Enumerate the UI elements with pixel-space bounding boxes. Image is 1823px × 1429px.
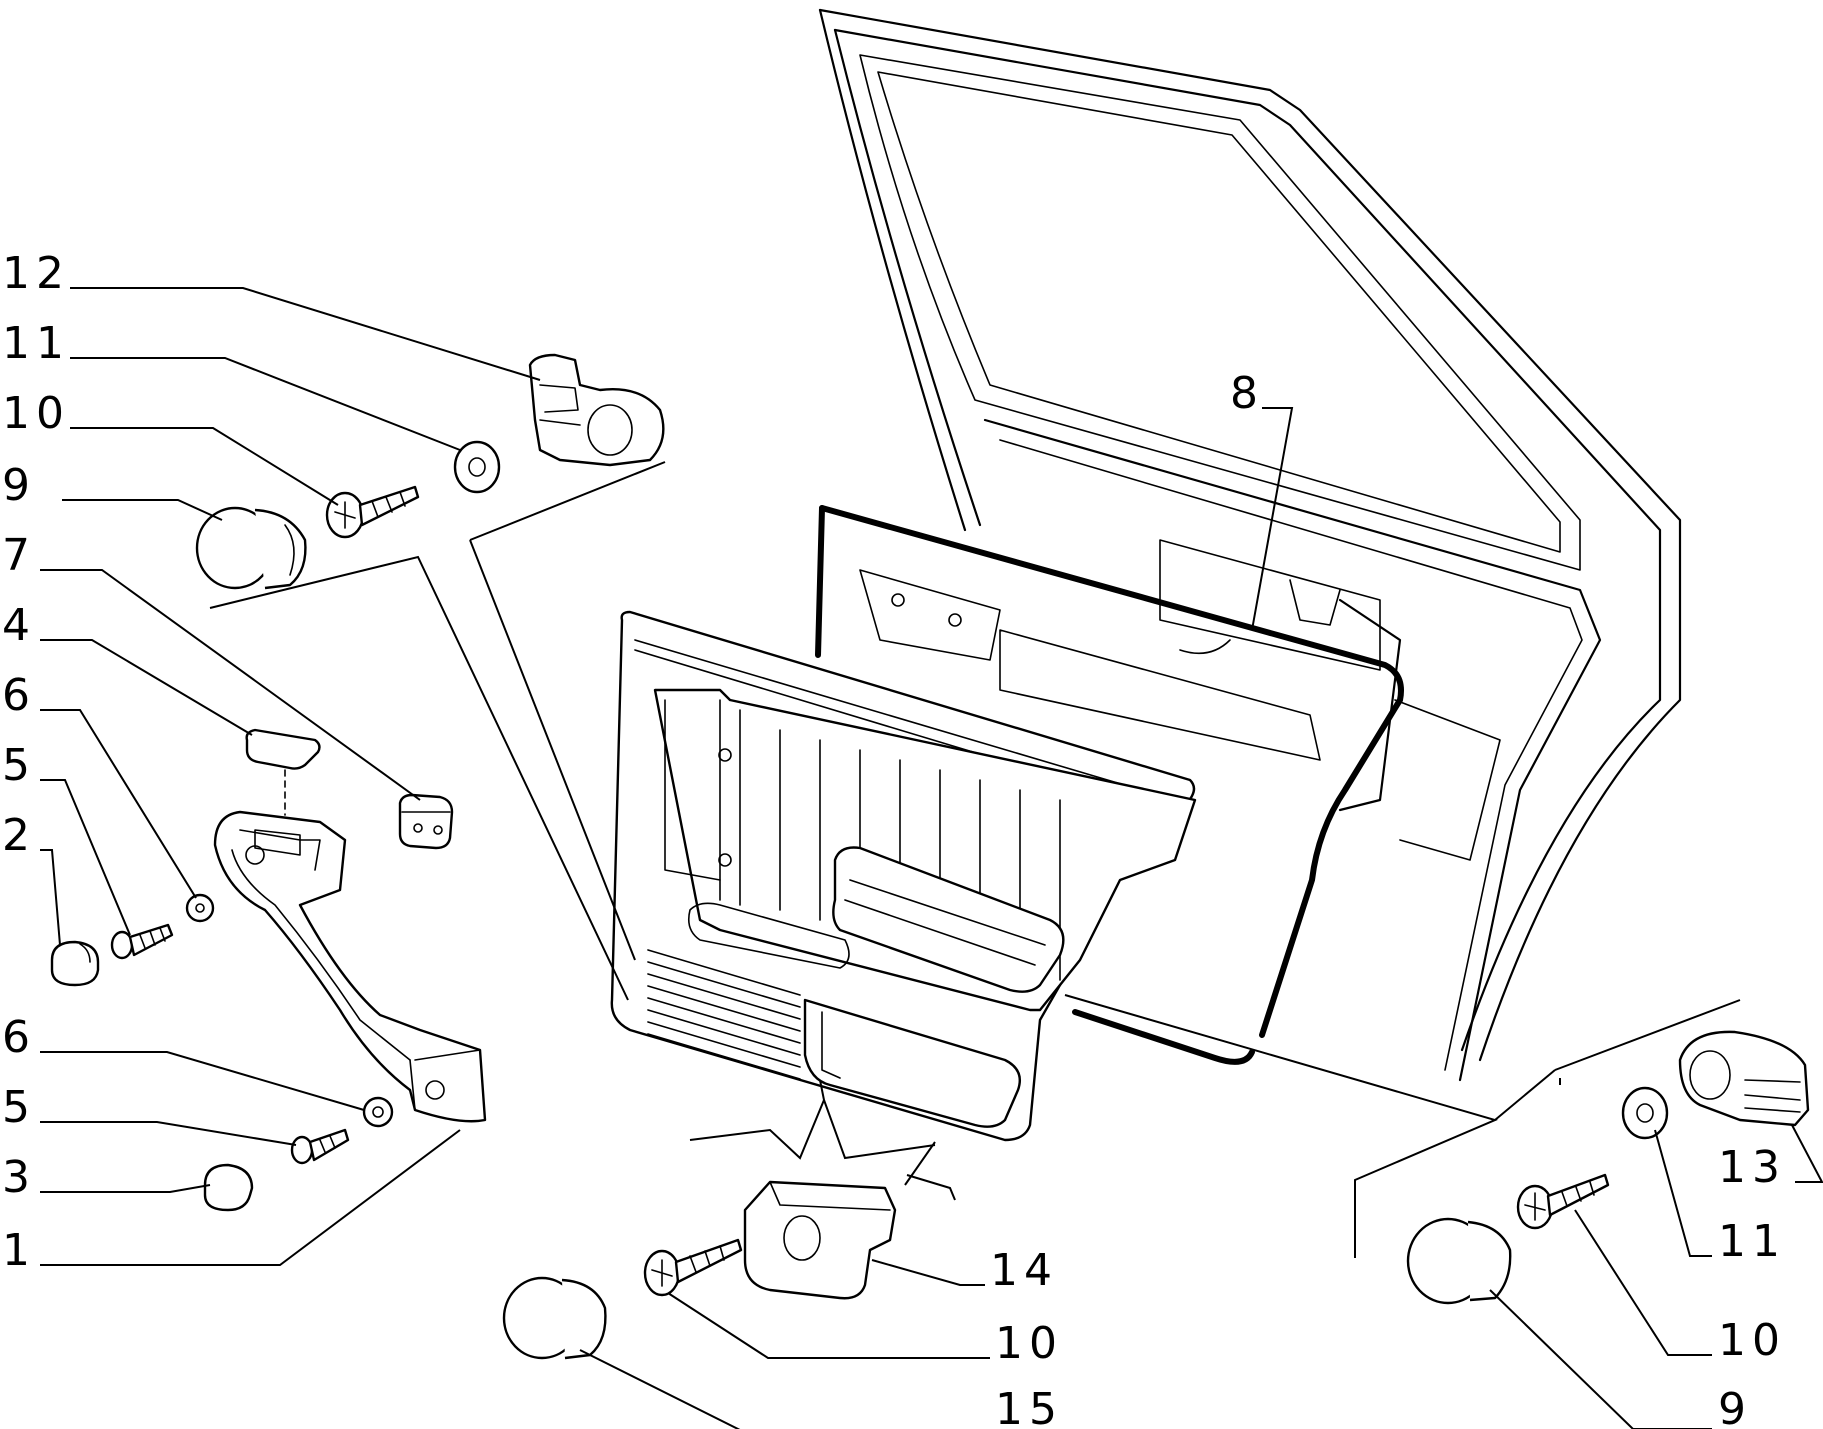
label-9: 9	[2, 460, 36, 511]
label-12: 12	[2, 248, 70, 299]
label-11: 11	[2, 318, 70, 369]
label-10: 10	[995, 1318, 1063, 1369]
door-frame	[818, 8, 1682, 1082]
label-2: 2	[2, 810, 36, 861]
callout-labels: 12 11 10 9 7 4 6 5 2 6 5 3 1 8 14 10 15 …	[2, 248, 1786, 1429]
label-5: 5	[2, 740, 36, 791]
block-part-14	[743, 1180, 897, 1300]
label-10: 10	[2, 388, 70, 439]
label-5: 5	[2, 1082, 36, 1133]
cap-part-15	[502, 1276, 607, 1360]
door-seal-strip	[815, 505, 1404, 1065]
cap-part-9-upper	[195, 506, 307, 590]
plug-part-3	[203, 1163, 254, 1212]
screw-part-10-lower	[643, 1238, 743, 1297]
striker-part-12	[528, 353, 665, 467]
label-11: 11	[1718, 1216, 1786, 1267]
screw-part-5-upper	[110, 923, 174, 960]
screw-part-10-upper	[325, 485, 420, 539]
label-3: 3	[2, 1152, 36, 1203]
label-13: 13	[1718, 1142, 1786, 1193]
label-7: 7	[2, 530, 36, 581]
label-15: 15	[995, 1384, 1063, 1429]
pad-part-4	[245, 728, 321, 816]
label-10: 10	[1718, 1315, 1786, 1366]
washer-part-6-lower	[362, 1096, 394, 1128]
label-6: 6	[2, 670, 36, 721]
label-4: 4	[2, 600, 36, 651]
label-14: 14	[990, 1245, 1058, 1296]
door-trim-panel	[610, 610, 1197, 1142]
label-6: 6	[2, 1012, 36, 1063]
washer-part-11-upper	[453, 440, 501, 494]
striker-part-13	[1678, 1030, 1810, 1127]
washer-part-11-right	[1621, 1086, 1669, 1140]
cap-part-9-right	[1406, 1217, 1512, 1305]
pull-handle	[213, 810, 487, 1123]
washer-part-6-upper	[185, 893, 215, 923]
leader-lines	[40, 287, 1823, 1429]
label-9: 9	[1718, 1384, 1752, 1429]
label-1: 1	[2, 1225, 36, 1276]
screw-part-10-right	[1516, 1173, 1610, 1230]
clip-part-7	[398, 793, 454, 850]
screw-part-5-lower	[290, 1128, 350, 1165]
plug-part-2	[50, 940, 100, 987]
label-8: 8	[1230, 368, 1264, 419]
